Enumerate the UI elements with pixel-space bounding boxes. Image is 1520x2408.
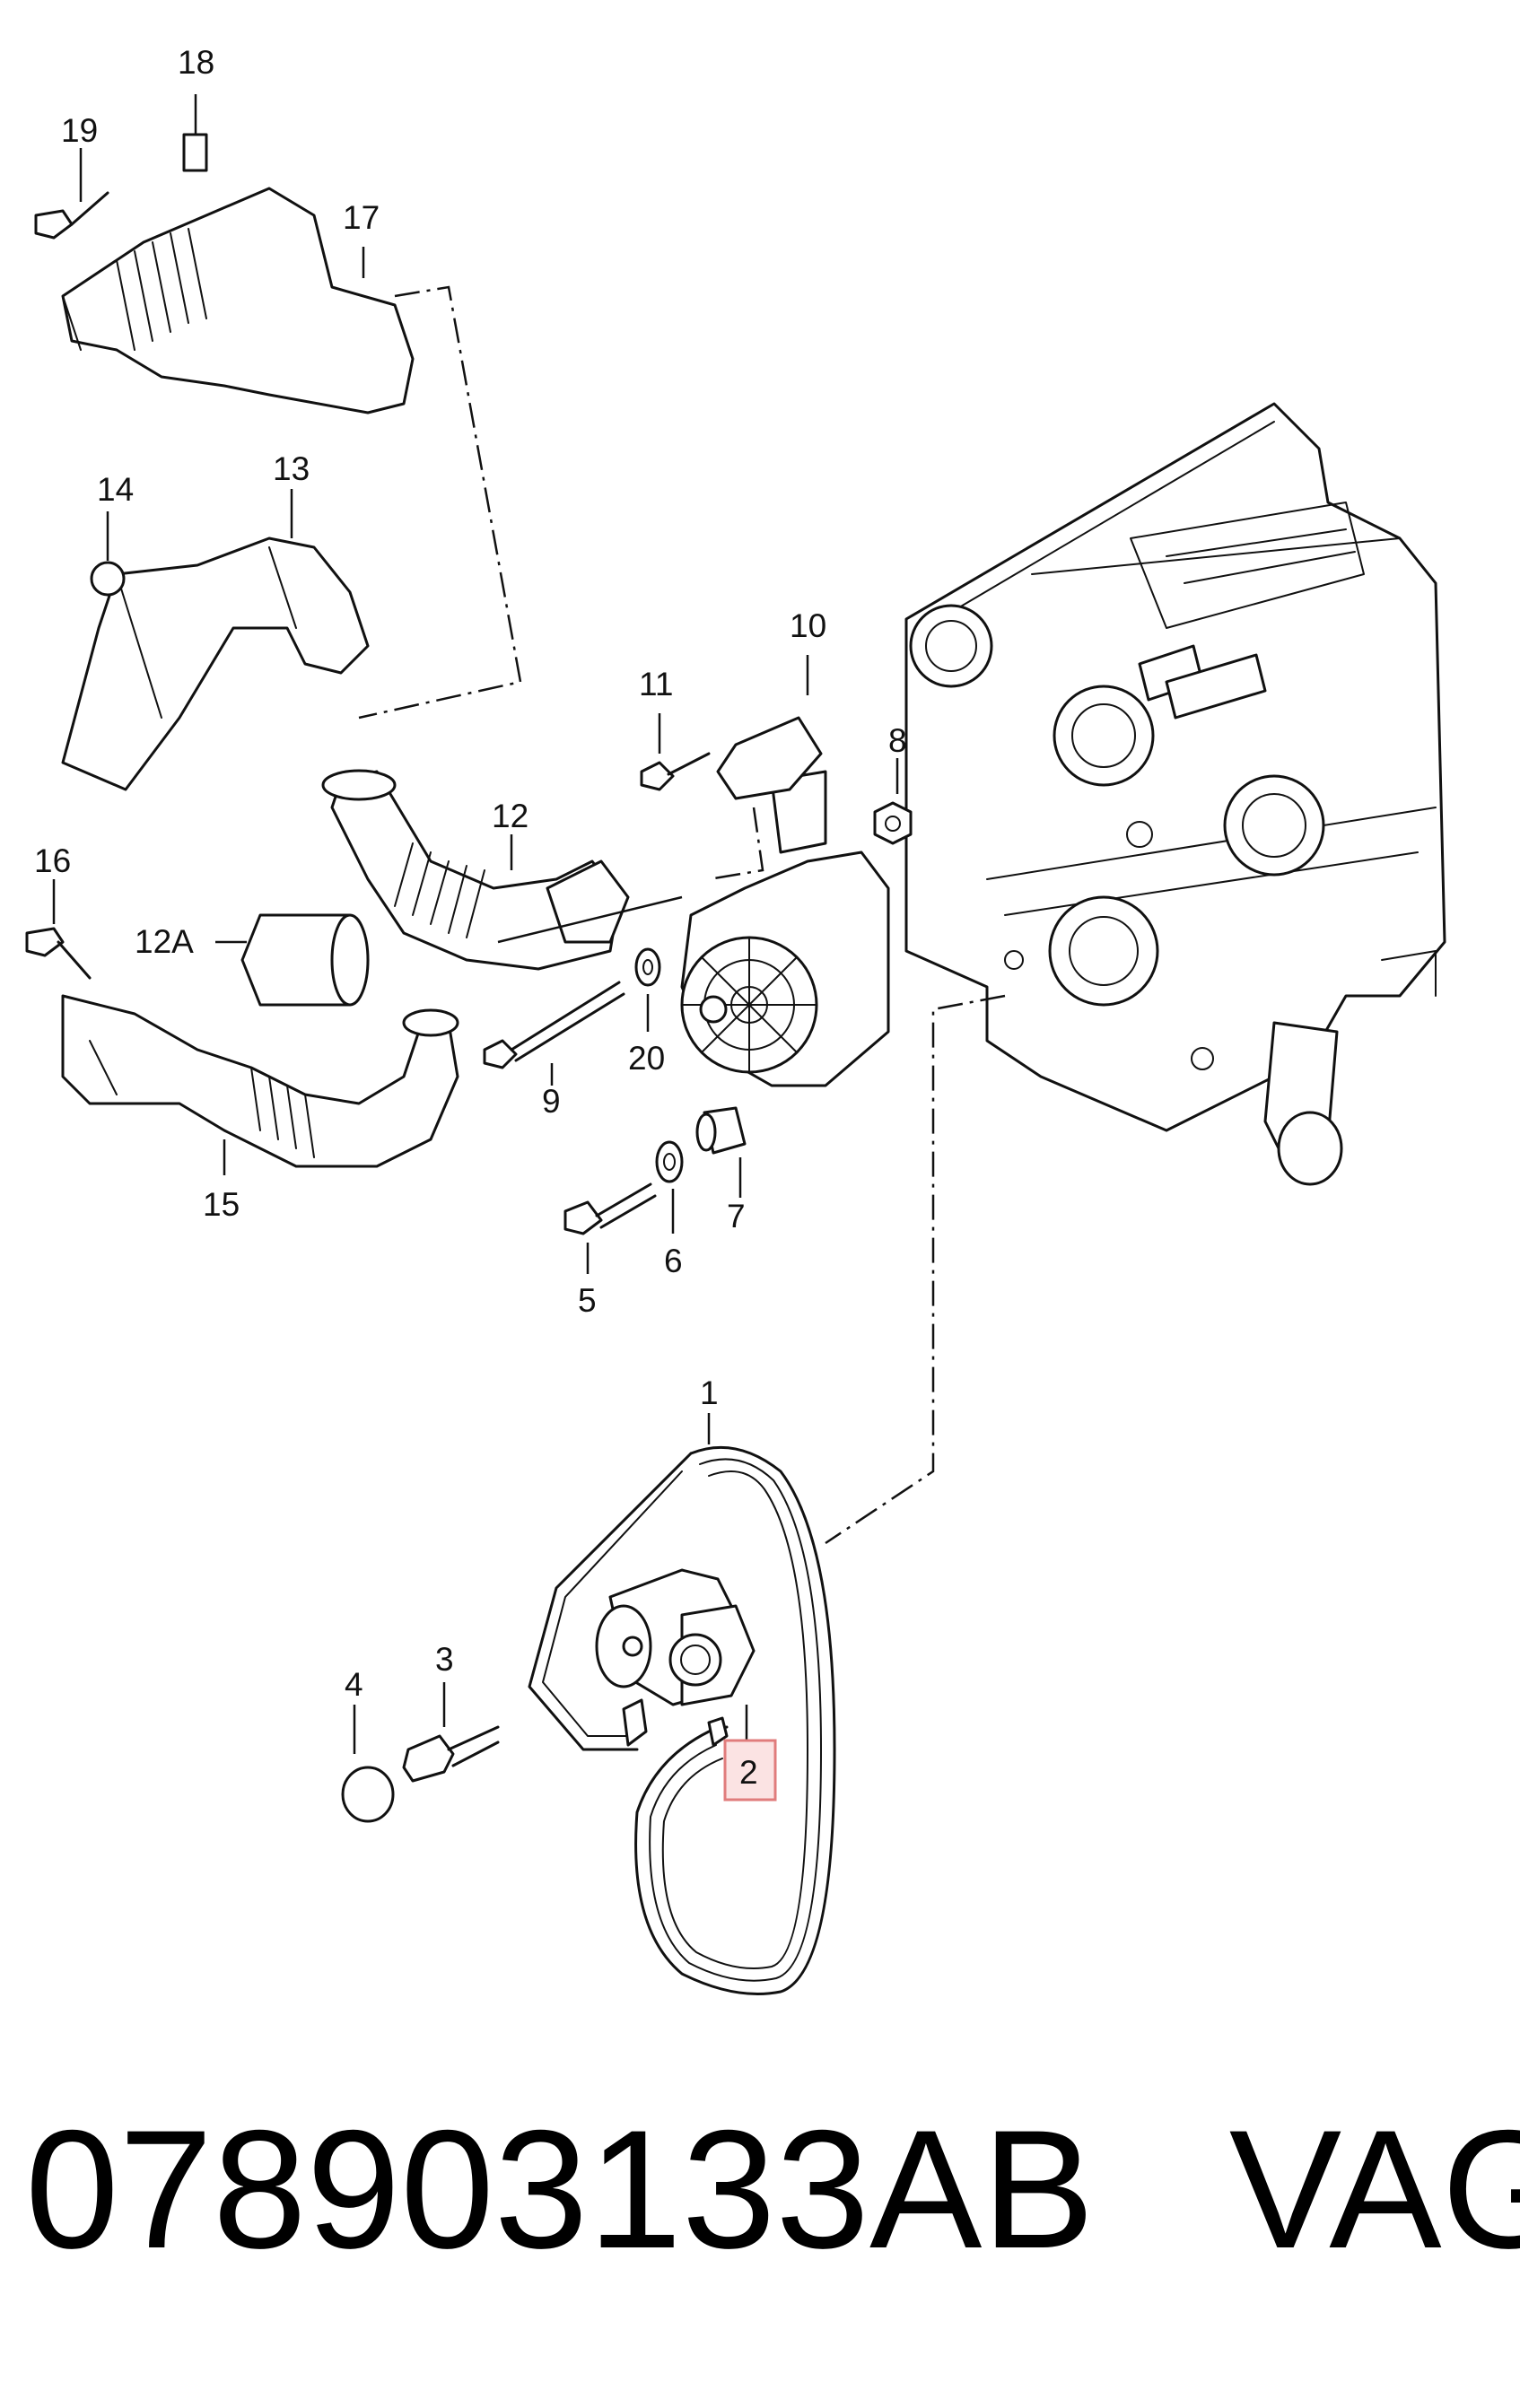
flexible-hose-12 bbox=[321, 769, 630, 971]
callout-3: 3 bbox=[435, 1641, 454, 1678]
brand-name: VAG bbox=[1228, 2095, 1520, 2283]
fasteners-upper bbox=[483, 655, 913, 1086]
callout-15: 15 bbox=[203, 1186, 240, 1223]
intake-duct-upper bbox=[34, 94, 522, 720]
callout-16: 16 bbox=[34, 842, 71, 879]
callout-20: 20 bbox=[628, 1040, 665, 1077]
callout-10: 10 bbox=[790, 607, 826, 644]
callout-6: 6 bbox=[664, 1243, 683, 1279]
fasteners-lower bbox=[563, 1106, 747, 1274]
callout-labels: 18 19 17 14 13 10 11 8 12 16 12A 20 9 15… bbox=[34, 44, 907, 1791]
callout-11: 11 bbox=[639, 666, 673, 702]
tensioner-pulley bbox=[595, 1568, 756, 1745]
callout-4: 4 bbox=[345, 1666, 363, 1703]
callout-18: 18 bbox=[178, 44, 214, 81]
bolt-and-cap bbox=[341, 1682, 500, 1823]
part-info-footer: 078903133AB VAG bbox=[25, 2086, 1520, 2292]
highlight-box bbox=[723, 1739, 777, 1802]
callout-12a: 12A bbox=[135, 923, 194, 960]
callout-5: 5 bbox=[578, 1282, 597, 1319]
intake-pipe-13 bbox=[61, 489, 370, 791]
engine-block bbox=[904, 402, 1446, 1186]
part-number: 078903133AB bbox=[25, 2095, 1095, 2283]
callout-7: 7 bbox=[727, 1198, 746, 1235]
callout-8: 8 bbox=[888, 722, 907, 759]
callout-9: 9 bbox=[542, 1083, 561, 1120]
alternator bbox=[497, 770, 890, 1087]
callout-19: 19 bbox=[61, 112, 98, 149]
sleeve-12a bbox=[215, 913, 370, 1007]
callout-13: 13 bbox=[273, 450, 310, 487]
callout-14: 14 bbox=[97, 471, 134, 508]
serpentine-belt bbox=[528, 1413, 836, 1995]
callout-2: 2 bbox=[739, 1754, 758, 1791]
callout-17: 17 bbox=[343, 199, 380, 236]
callout-1: 1 bbox=[700, 1374, 719, 1411]
callout-12: 12 bbox=[492, 798, 529, 834]
intake-duct-lower bbox=[25, 879, 459, 1175]
